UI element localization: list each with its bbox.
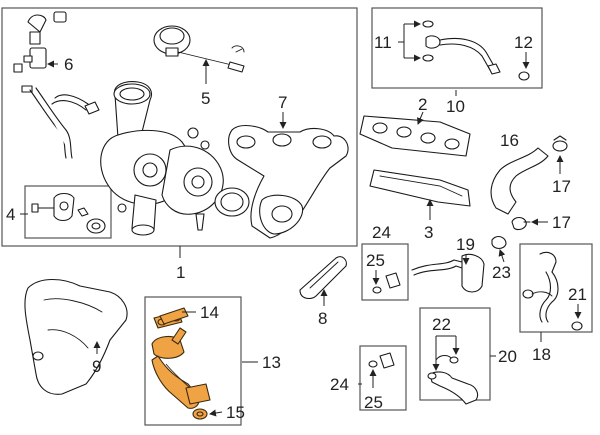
wastegate-assembly-part[interactable]: [31, 192, 106, 234]
coolant-pipe-part[interactable]: [411, 253, 485, 293]
stud-part[interactable]: [195, 213, 205, 231]
callout-20: 20: [498, 347, 517, 366]
callout-18: 18: [532, 345, 551, 364]
group-box-10: [371, 7, 543, 89]
callout-23: 23: [492, 263, 511, 282]
heat-shield-part[interactable]: [24, 278, 128, 395]
callout-17a: 17: [552, 177, 571, 196]
vacuum-hose-part[interactable]: [21, 85, 73, 159]
oil-feed-line-part[interactable]: [422, 20, 501, 75]
hose-clamp-part-17b[interactable]: [511, 216, 531, 231]
callout-24a: 24: [372, 223, 391, 242]
callout-15: 15: [226, 403, 245, 422]
group-box-18: [519, 243, 593, 333]
water-return-pipe-part[interactable]: [427, 354, 479, 405]
callout-14: 14: [200, 303, 219, 322]
oil-return-pipe-assembly-part[interactable]: [151, 311, 211, 409]
callout-19: 19: [456, 235, 475, 254]
gasket-part-15[interactable]: [192, 408, 208, 420]
callout-3: 3: [424, 223, 433, 242]
callout-5: 5: [201, 89, 210, 108]
hose-clamp-part-17a[interactable]: [552, 135, 568, 152]
gasket-part-14[interactable]: [159, 307, 189, 325]
group-box-20: [419, 307, 491, 401]
group-box-13: [144, 296, 242, 426]
callout-7: 7: [278, 93, 287, 112]
callout-22: 22: [432, 315, 451, 334]
group-box-4: [24, 185, 112, 239]
callout-25b: 25: [364, 393, 383, 412]
water-feed-pipe-part[interactable]: [522, 251, 559, 323]
manifold-gasket-part[interactable]: [359, 115, 471, 157]
union-bolt-part-upper[interactable]: [372, 272, 401, 294]
solenoid-valve-part[interactable]: [13, 11, 67, 73]
callout-16: 16: [500, 131, 519, 150]
callout-4: 4: [6, 205, 15, 224]
callout-8: 8: [318, 309, 327, 328]
callout-9: 9: [92, 357, 101, 376]
callout-10: 10: [446, 97, 465, 116]
callout-1: 1: [176, 263, 185, 282]
turbocharger-assembly-part[interactable]: [100, 81, 224, 236]
callout-13: 13: [262, 353, 281, 372]
leader-lines: [20, 20, 582, 417]
group-box-24b: [359, 345, 407, 411]
fitting-part[interactable]: [51, 94, 100, 115]
turbo-gasket-part[interactable]: [214, 187, 250, 217]
washer-part-12[interactable]: [518, 71, 530, 81]
group-box-24a: [361, 243, 409, 301]
callout-2: 2: [418, 95, 427, 114]
callout-11: 11: [374, 33, 392, 52]
actuator-part[interactable]: [153, 25, 245, 73]
exhaust-manifold-part[interactable]: [228, 124, 349, 239]
union-bolt-part-lower[interactable]: [368, 352, 395, 369]
callout-6: 6: [64, 55, 73, 74]
pipe-clamp-part-23[interactable]: [491, 235, 507, 250]
callout-24b: 24: [330, 375, 349, 394]
callout-17b: 17: [552, 213, 571, 232]
callout-25a: 25: [366, 251, 385, 270]
washer-part-21[interactable]: [571, 321, 583, 331]
callout-12: 12: [514, 33, 533, 52]
turbo-bracket-part[interactable]: [299, 256, 347, 300]
callout-21: 21: [568, 285, 587, 304]
coolant-hose-part[interactable]: [490, 147, 549, 215]
heat-shield-gasket-part[interactable]: [369, 169, 471, 207]
